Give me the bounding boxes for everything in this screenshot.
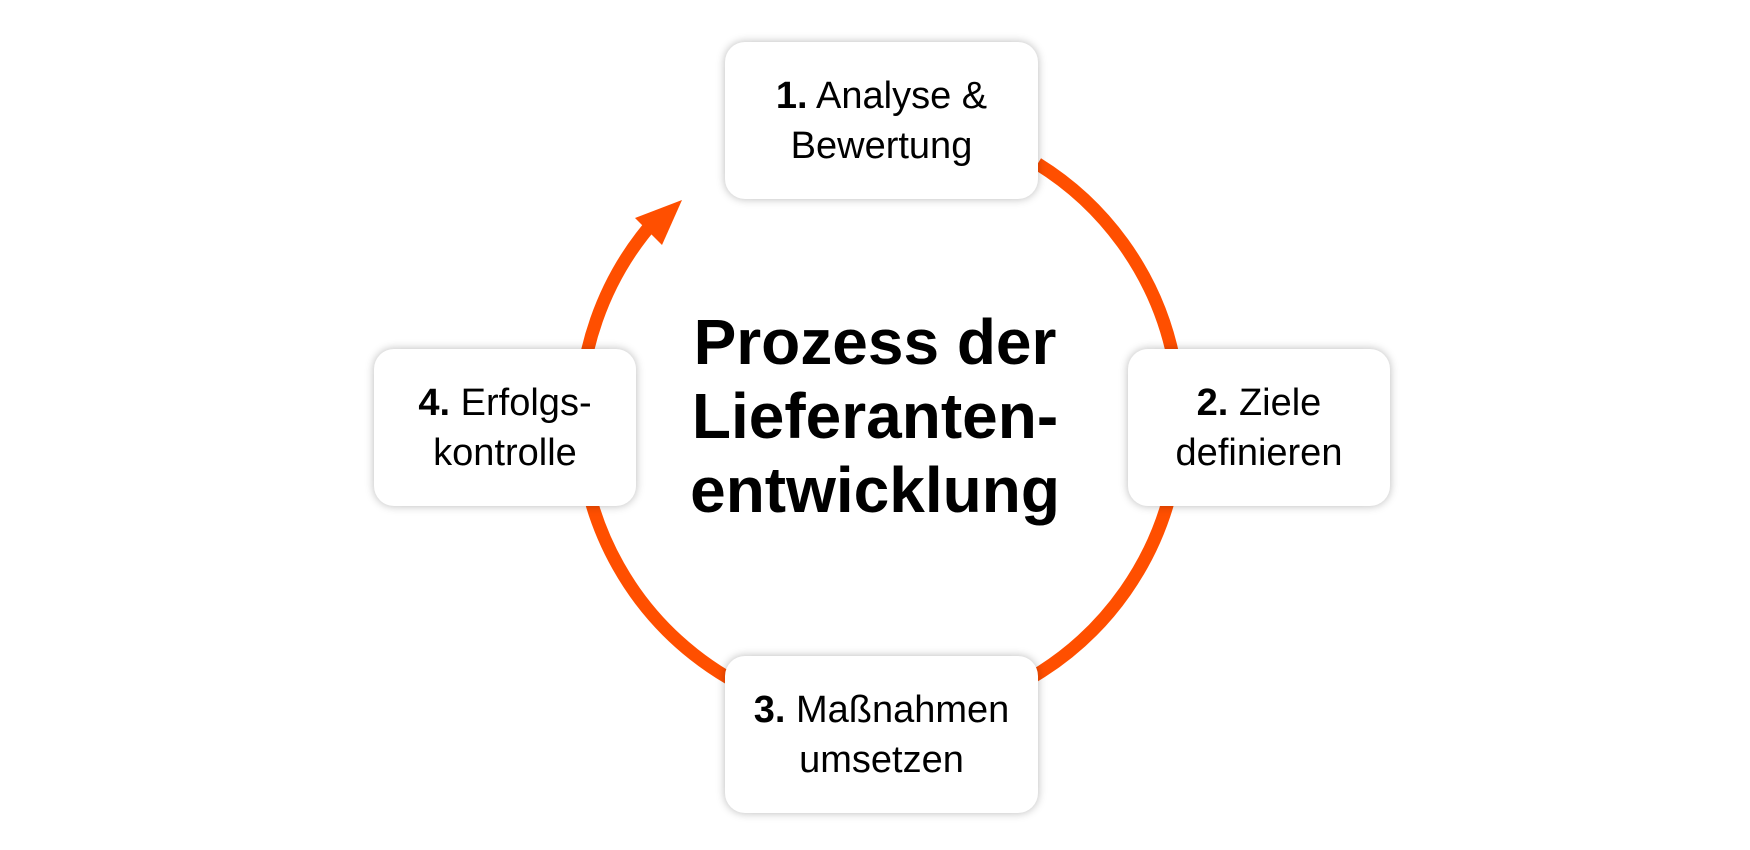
step-analyse-bewertung: 1. Analyse & Bewertung	[725, 42, 1038, 199]
step-3-label-line2: umsetzen	[799, 738, 964, 781]
step-2-number: 2.	[1196, 381, 1229, 424]
step-4-first-line: 4. Erfolgs-	[418, 378, 591, 428]
step-3-number: 3.	[753, 688, 786, 731]
step-4-label-line2: kontrolle	[433, 431, 577, 474]
step-4-label-line1: Erfolgs-	[460, 381, 592, 424]
step-1-label-line1: Analyse &	[816, 74, 988, 117]
step-ziele-definieren: 2. Ziele definieren	[1128, 349, 1390, 506]
step-1-number: 1.	[775, 74, 808, 117]
step-3-first-line: 3. Maßnahmen	[754, 685, 1010, 735]
step-massnahmen-umsetzen: 3. Maßnahmen umsetzen	[725, 656, 1038, 813]
title-line-3: entwicklung	[690, 454, 1060, 526]
step-erfolgskontrolle: 4. Erfolgs- kontrolle	[374, 349, 636, 506]
title-line-1: Prozess der	[693, 306, 1057, 378]
step-2-first-line: 2. Ziele	[1197, 378, 1322, 428]
step-4-number: 4.	[418, 381, 451, 424]
cycle-arrow-icon	[635, 200, 682, 245]
step-3-label-line1: Maßnahmen	[795, 688, 1010, 731]
step-2-label-line1: Ziele	[1238, 381, 1322, 424]
step-1-first-line: 1. Analyse &	[776, 71, 987, 121]
step-2-label-line2: definieren	[1175, 431, 1343, 474]
diagram-title: Prozess der Lieferanten- entwicklung	[625, 305, 1125, 527]
step-1-label-line2: Bewertung	[790, 124, 973, 167]
title-line-2: Lieferanten-	[691, 380, 1059, 452]
